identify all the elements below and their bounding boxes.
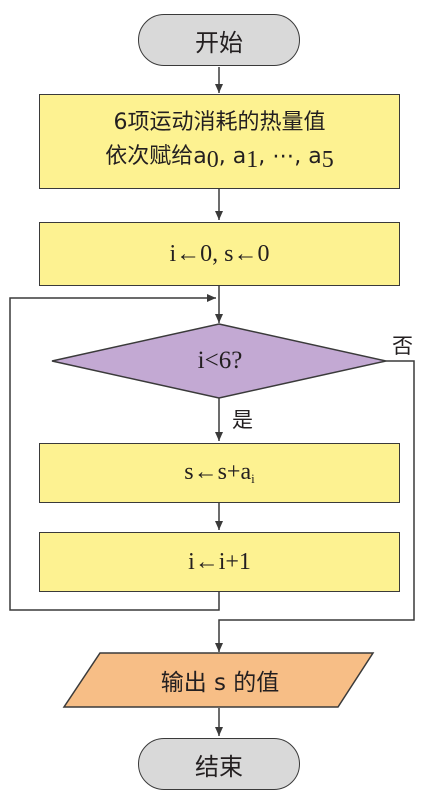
start-label: 开始 — [195, 28, 243, 57]
end-label: 结束 — [195, 752, 243, 781]
init-line-2-mid-2: , ⋯, a — [258, 144, 322, 169]
init-line-1: 6项运动消耗的热量值 — [113, 110, 326, 135]
init-line-2-prefix: 依次赋给a — [105, 144, 207, 169]
no-label: 否 — [392, 334, 413, 358]
init-process-box: 6项运动消耗的热量值 依次赋给a0, a1, ⋯, a5 — [39, 94, 400, 189]
init-sub-0: 0 — [206, 147, 219, 173]
accumulate-sub: i — [251, 471, 255, 486]
yes-label: 是 — [232, 408, 253, 432]
output-label: 输出 s 的值 — [160, 670, 280, 696]
loop-back-connector — [9, 294, 220, 611]
no-branch-connector — [215, 360, 415, 652]
output-parallelogram — [62, 652, 375, 708]
increment-label: i←i+1 — [188, 548, 251, 575]
decision-label: i<6? — [197, 347, 243, 374]
output-text: 输出 s 的值 — [90, 660, 350, 700]
start-terminal: 开始 — [138, 14, 300, 66]
end-terminal: 结束 — [138, 738, 300, 790]
increment-process-box: i←i+1 — [39, 532, 400, 592]
init-line-2: 依次赋给a0, a1, ⋯, a5 — [105, 140, 333, 177]
decision-diamond — [51, 323, 387, 399]
decision-text: i<6? — [120, 343, 320, 379]
accumulate-prefix: s←s+a — [184, 459, 252, 485]
accumulate-label: s←s+ai — [184, 459, 255, 487]
init-sub-1: 1 — [246, 147, 259, 173]
init-line-2-mid-1: , a — [218, 144, 247, 169]
assign-process-box: i←0, s←0 — [39, 222, 400, 286]
init-sub-5: 5 — [321, 147, 334, 173]
assign-label: i←0, s←0 — [169, 240, 270, 267]
accumulate-process-box: s←s+ai — [39, 443, 400, 503]
